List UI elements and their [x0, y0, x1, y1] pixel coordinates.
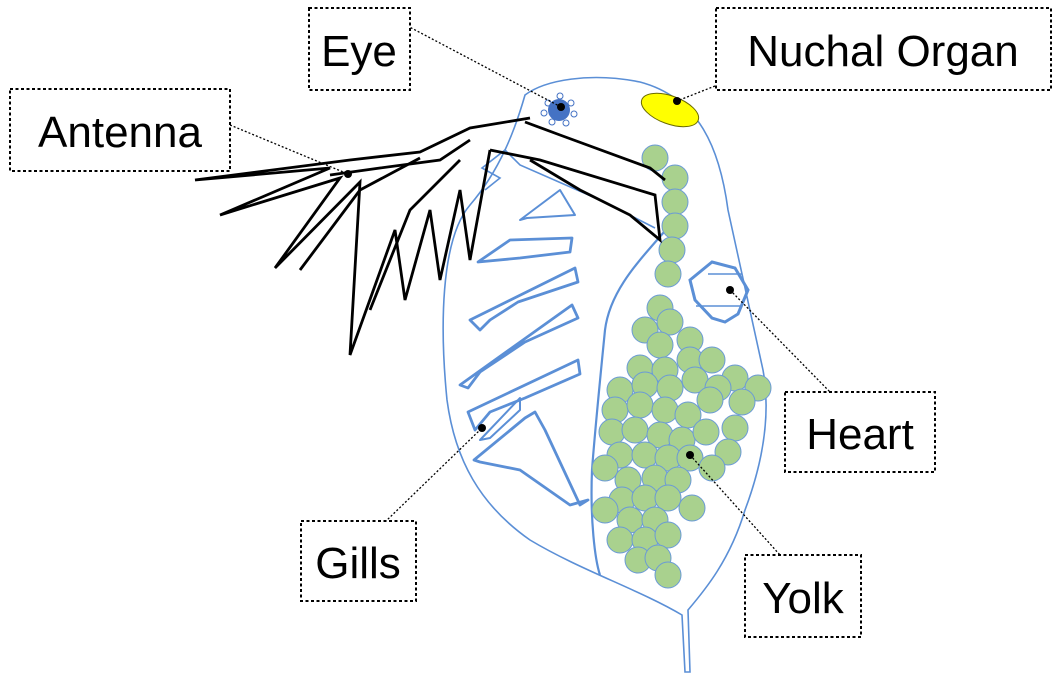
yolk-globule [697, 387, 723, 413]
yolk-globule [627, 392, 653, 418]
yolk-globule [657, 309, 683, 335]
yolk-globule [659, 237, 685, 263]
yolk-globule [699, 455, 725, 481]
heart [690, 262, 748, 322]
yolk-globule [655, 562, 681, 588]
yolk-globule [662, 165, 688, 191]
label-eye: Eye [321, 27, 397, 76]
label-nuchal-organ: Nuchal Organ [747, 27, 1018, 76]
yolk-globule [693, 419, 719, 445]
yolk-globule [729, 389, 755, 415]
nuchal-organ [637, 87, 703, 134]
leader-lines [230, 22, 830, 555]
yolk-globule [722, 415, 748, 441]
label-antenna: Antenna [38, 108, 202, 157]
yolk-globule [592, 497, 618, 523]
yolk-globule [662, 213, 688, 239]
yolk-globule [662, 189, 688, 215]
yolk-globule [657, 375, 683, 401]
yolk-cluster [592, 145, 771, 588]
yolk-globule [632, 442, 658, 468]
label-heart: Heart [806, 410, 914, 459]
yolk-globule [647, 332, 673, 358]
yolk-globule [599, 419, 625, 445]
yolk-globule [607, 527, 633, 553]
antenna [195, 118, 665, 355]
label-boxes [10, 8, 1051, 637]
yolk-globule [679, 495, 705, 521]
yolk-globule [655, 522, 681, 548]
gills [460, 190, 588, 505]
yolk-globule [655, 261, 681, 287]
label-gills: Gills [315, 539, 401, 588]
yolk-globule [592, 455, 618, 481]
yolk-globule [622, 417, 648, 443]
label-yolk: Yolk [762, 574, 845, 623]
yolk-globule [652, 397, 678, 423]
